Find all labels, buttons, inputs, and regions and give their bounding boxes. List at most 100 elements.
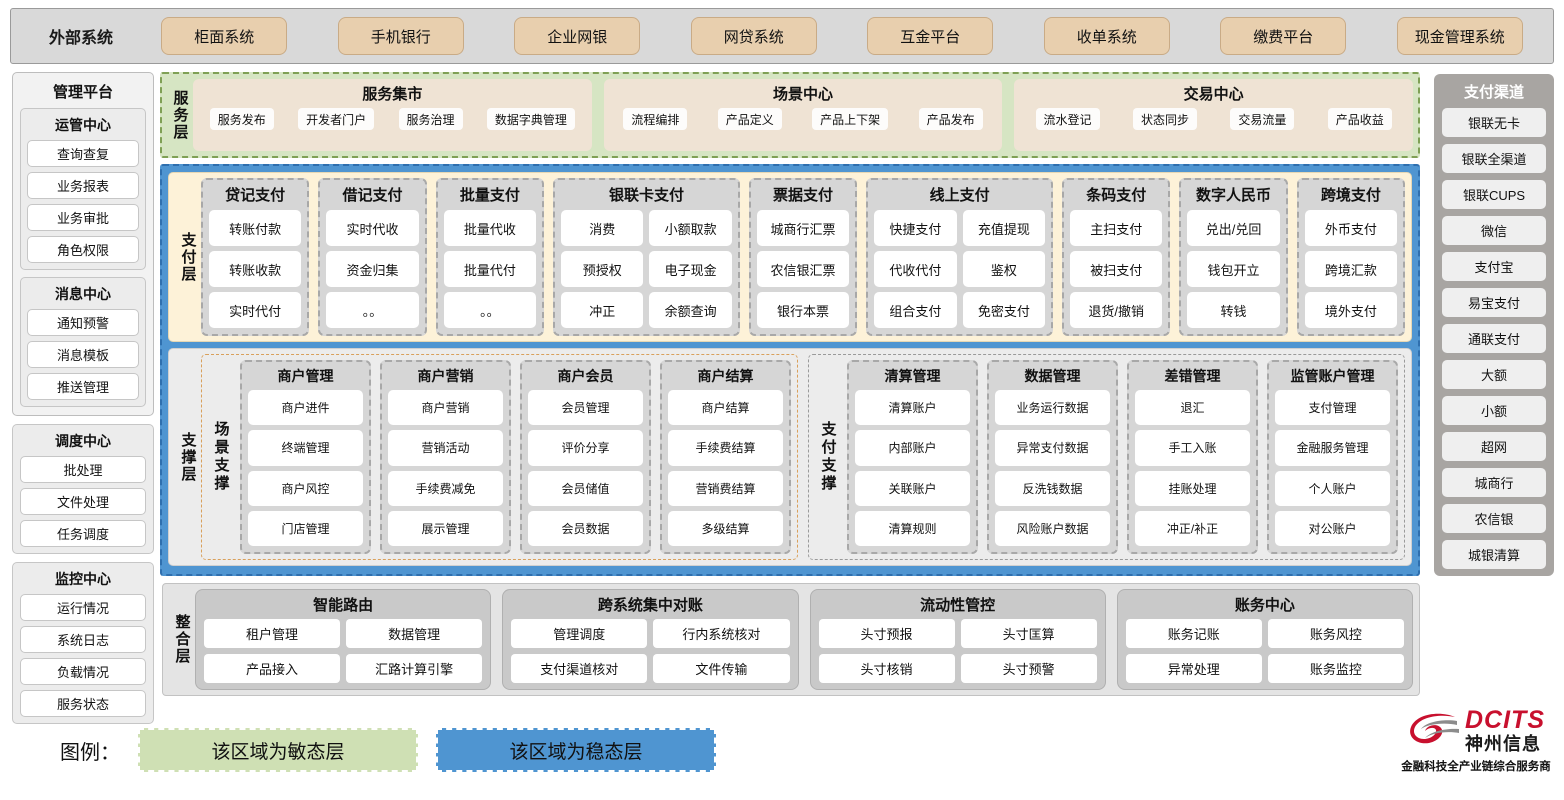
support-item[interactable]: 终端管理: [248, 430, 363, 465]
integration-item[interactable]: 管理调度: [511, 619, 647, 648]
support-item[interactable]: 清算规则: [855, 511, 970, 546]
payment-item[interactable]: 主扫支付: [1070, 210, 1162, 246]
payment-item[interactable]: 冲正: [561, 292, 643, 328]
payment-channel-item[interactable]: 银联无卡: [1442, 108, 1546, 137]
support-item[interactable]: 手续费减免: [388, 471, 503, 506]
payment-item[interactable]: 跨境汇款: [1305, 251, 1397, 287]
payment-channel-item[interactable]: 银联全渠道: [1442, 144, 1546, 173]
support-item[interactable]: 商户营销: [388, 390, 503, 425]
payment-item[interactable]: 代收代付: [874, 251, 956, 287]
support-item[interactable]: 反洗钱数据: [995, 471, 1110, 506]
support-item[interactable]: 手续费结算: [668, 430, 783, 465]
payment-item[interactable]: 资金归集: [326, 251, 418, 287]
payment-item[interactable]: 退货/撤销: [1070, 292, 1162, 328]
support-item[interactable]: 风险账户数据: [995, 511, 1110, 546]
support-item[interactable]: 展示管理: [388, 511, 503, 546]
integration-item[interactable]: 头寸匡算: [961, 619, 1097, 648]
service-chip[interactable]: 流水登记: [1036, 108, 1100, 130]
payment-item[interactable]: 余额查询: [649, 292, 731, 328]
payment-item[interactable]: 城商行汇票: [757, 210, 849, 246]
management-item[interactable]: 查询查复: [27, 140, 139, 167]
management-item[interactable]: 消息模板: [27, 341, 139, 368]
integration-item[interactable]: 文件传输: [653, 654, 789, 683]
management-item[interactable]: 服务状态: [20, 690, 146, 717]
service-chip[interactable]: 产品上下架: [812, 108, 888, 130]
payment-item[interactable]: 实时代付: [209, 292, 301, 328]
integration-item[interactable]: 数据管理: [346, 619, 482, 648]
management-item[interactable]: 文件处理: [20, 488, 146, 515]
integration-item[interactable]: 汇路计算引擎: [346, 654, 482, 683]
payment-channel-item[interactable]: 农信银: [1442, 504, 1546, 533]
payment-item[interactable]: 充值提现: [963, 210, 1045, 246]
payment-item[interactable]: 小额取款: [649, 210, 731, 246]
external-system-chip[interactable]: 缴费平台: [1220, 17, 1346, 55]
payment-channel-item[interactable]: 小额: [1442, 396, 1546, 425]
integration-item[interactable]: 账务监控: [1268, 654, 1404, 683]
payment-item[interactable]: 批量代付: [444, 251, 536, 287]
payment-item[interactable]: 钱包开立: [1187, 251, 1279, 287]
payment-item[interactable]: 。。: [326, 292, 418, 328]
service-chip[interactable]: 服务发布: [210, 108, 274, 130]
external-system-chip[interactable]: 手机银行: [338, 17, 464, 55]
payment-item[interactable]: 预授权: [561, 251, 643, 287]
payment-channel-item[interactable]: 大额: [1442, 360, 1546, 389]
payment-item[interactable]: 农信银汇票: [757, 251, 849, 287]
payment-item[interactable]: 境外支付: [1305, 292, 1397, 328]
management-item[interactable]: 业务报表: [27, 172, 139, 199]
support-item[interactable]: 商户进件: [248, 390, 363, 425]
management-item[interactable]: 运行情况: [20, 594, 146, 621]
integration-item[interactable]: 头寸核销: [819, 654, 955, 683]
support-item[interactable]: 异常支付数据: [995, 430, 1110, 465]
payment-item[interactable]: 兑出/兑回: [1187, 210, 1279, 246]
service-chip[interactable]: 服务治理: [399, 108, 463, 130]
support-item[interactable]: 商户风控: [248, 471, 363, 506]
support-item[interactable]: 门店管理: [248, 511, 363, 546]
support-item[interactable]: 挂账处理: [1135, 471, 1250, 506]
payment-item[interactable]: 免密支付: [963, 292, 1045, 328]
support-item[interactable]: 手工入账: [1135, 430, 1250, 465]
support-item[interactable]: 内部账户: [855, 430, 970, 465]
external-system-chip[interactable]: 企业网银: [514, 17, 640, 55]
support-item[interactable]: 清算账户: [855, 390, 970, 425]
management-item[interactable]: 系统日志: [20, 626, 146, 653]
integration-item[interactable]: 头寸预警: [961, 654, 1097, 683]
payment-item[interactable]: 电子现金: [649, 251, 731, 287]
payment-item[interactable]: 鉴权: [963, 251, 1045, 287]
management-item[interactable]: 通知预警: [27, 309, 139, 336]
support-item[interactable]: 关联账户: [855, 471, 970, 506]
management-item[interactable]: 推送管理: [27, 373, 139, 400]
integration-item[interactable]: 租户管理: [204, 619, 340, 648]
payment-item[interactable]: 快捷支付: [874, 210, 956, 246]
external-system-chip[interactable]: 互金平台: [867, 17, 993, 55]
payment-item[interactable]: 组合支付: [874, 292, 956, 328]
support-item[interactable]: 商户结算: [668, 390, 783, 425]
support-item[interactable]: 营销活动: [388, 430, 503, 465]
payment-item[interactable]: 银行本票: [757, 292, 849, 328]
payment-channel-item[interactable]: 银联CUPS: [1442, 180, 1546, 209]
external-system-chip[interactable]: 收单系统: [1044, 17, 1170, 55]
support-item[interactable]: 支付管理: [1275, 390, 1390, 425]
payment-item[interactable]: 被扫支付: [1070, 251, 1162, 287]
payment-item[interactable]: 。。: [444, 292, 536, 328]
payment-channel-item[interactable]: 城商行: [1442, 468, 1546, 497]
integration-item[interactable]: 支付渠道核对: [511, 654, 647, 683]
management-item[interactable]: 批处理: [20, 456, 146, 483]
external-system-chip[interactable]: 现金管理系统: [1397, 17, 1523, 55]
support-item[interactable]: 金融服务管理: [1275, 430, 1390, 465]
support-item[interactable]: 对公账户: [1275, 511, 1390, 546]
support-item[interactable]: 退汇: [1135, 390, 1250, 425]
payment-channel-item[interactable]: 超网: [1442, 432, 1546, 461]
payment-item[interactable]: 消费: [561, 210, 643, 246]
management-item[interactable]: 负载情况: [20, 658, 146, 685]
service-chip[interactable]: 产品收益: [1328, 108, 1392, 130]
integration-item[interactable]: 行内系统核对: [653, 619, 789, 648]
external-system-chip[interactable]: 柜面系统: [161, 17, 287, 55]
payment-channel-item[interactable]: 通联支付: [1442, 324, 1546, 353]
integration-item[interactable]: 头寸预报: [819, 619, 955, 648]
payment-item[interactable]: 转账付款: [209, 210, 301, 246]
support-item[interactable]: 会员数据: [528, 511, 643, 546]
service-chip[interactable]: 产品定义: [718, 108, 782, 130]
payment-item[interactable]: 批量代收: [444, 210, 536, 246]
service-chip[interactable]: 交易流量: [1230, 108, 1294, 130]
integration-item[interactable]: 异常处理: [1126, 654, 1262, 683]
